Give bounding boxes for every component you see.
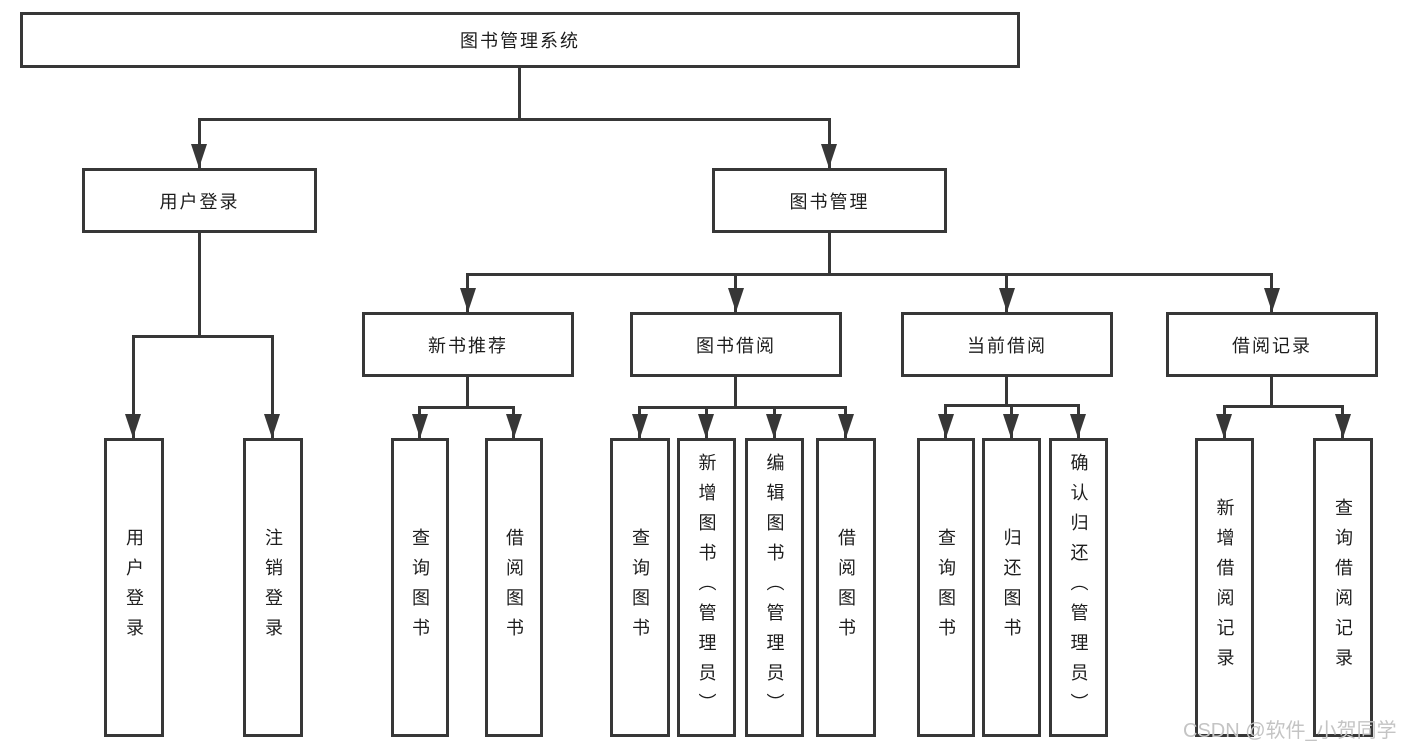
- connector-line: [734, 377, 737, 409]
- connector-line: [828, 118, 831, 168]
- arrowhead-down-icon: [838, 414, 854, 438]
- leaf-add-books-admin: 新增图书（管理员）: [677, 438, 736, 737]
- leaf-borrow-books-label: 借阅图书: [836, 527, 856, 648]
- leaf-borrow-books: 借阅图书: [816, 438, 876, 737]
- node-book-management-label: 图书管理: [789, 191, 870, 212]
- connector-line: [1005, 377, 1008, 407]
- node-book-borrow-label: 图书借阅: [696, 335, 776, 356]
- node-borrow-records: 借阅记录: [1166, 312, 1378, 377]
- connector-line: [518, 68, 521, 121]
- node-new-book-recommend-label: 新书推荐: [428, 335, 508, 356]
- connector-line: [198, 233, 201, 335]
- leaf-borrow-books-recommend: 借阅图书: [485, 438, 543, 737]
- connector-line: [271, 335, 274, 438]
- node-book-management: 图书管理: [712, 168, 947, 233]
- node-root: 图书管理系统: [20, 12, 1020, 68]
- leaf-query-borrow-record-label: 查询借阅记录: [1333, 497, 1353, 678]
- connector-line: [1223, 405, 1344, 408]
- arrowhead-down-icon: [999, 288, 1015, 312]
- connector-line: [198, 118, 831, 121]
- connector-line: [466, 273, 1273, 276]
- arrowhead-down-icon: [938, 414, 954, 438]
- connector-line: [418, 406, 515, 409]
- connector-line: [1270, 377, 1273, 408]
- arrowhead-down-icon: [1335, 414, 1351, 438]
- leaf-query-books-borrow: 查询图书: [610, 438, 670, 737]
- leaf-add-books-admin-label: 新增图书（管理员）: [696, 452, 717, 723]
- node-user-login: 用户登录: [82, 168, 317, 233]
- arrowhead-down-icon: [191, 144, 207, 168]
- arrowhead-down-icon: [821, 144, 837, 168]
- leaf-edit-books-admin-label: 编辑图书（管理员）: [764, 452, 785, 723]
- arrowhead-down-icon: [460, 288, 476, 312]
- leaf-borrow-books-recommend-label: 借阅图书: [504, 527, 524, 648]
- arrowhead-down-icon: [632, 414, 648, 438]
- leaf-query-books-recommend: 查询图书: [391, 438, 449, 737]
- connector-line: [638, 406, 847, 409]
- node-new-book-recommend: 新书推荐: [362, 312, 574, 377]
- node-current-borrow: 当前借阅: [901, 312, 1113, 377]
- node-book-borrow: 图书借阅: [630, 312, 842, 377]
- node-borrow-records-label: 借阅记录: [1232, 335, 1312, 356]
- arrowhead-down-icon: [698, 414, 714, 438]
- leaf-query-books-borrow-label: 查询图书: [630, 527, 650, 648]
- arrowhead-down-icon: [1264, 288, 1280, 312]
- connector-line: [132, 335, 274, 338]
- leaf-edit-books-admin: 编辑图书（管理员）: [745, 438, 804, 737]
- leaf-confirm-return-admin: 确认归还（管理员）: [1049, 438, 1108, 737]
- csdn-watermark: CSDN @软件_小贺同学: [1183, 720, 1397, 742]
- leaf-confirm-return-admin-label: 确认归还（管理员）: [1068, 452, 1089, 723]
- leaf-user-login: 用户登录: [104, 438, 164, 737]
- leaf-query-books-recommend-label: 查询图书: [410, 527, 430, 648]
- connector-line: [132, 335, 135, 438]
- arrowhead-down-icon: [412, 414, 428, 438]
- leaf-return-books: 归还图书: [982, 438, 1041, 737]
- leaf-add-borrow-record-label: 新增借阅记录: [1214, 497, 1235, 678]
- arrowhead-down-icon: [728, 288, 744, 312]
- leaf-query-books-current-label: 查询图书: [936, 527, 956, 648]
- leaf-query-books-current: 查询图书: [917, 438, 975, 737]
- connector-line: [828, 233, 831, 276]
- arrowhead-down-icon: [1003, 414, 1019, 438]
- leaf-logout-label: 注销登录: [263, 527, 283, 648]
- arrowhead-down-icon: [125, 414, 141, 438]
- node-current-borrow-label: 当前借阅: [967, 335, 1047, 356]
- leaf-logout: 注销登录: [243, 438, 303, 737]
- node-user-login-label: 用户登录: [159, 191, 240, 212]
- connector-line: [198, 118, 201, 168]
- leaf-return-books-label: 归还图书: [1001, 527, 1022, 648]
- leaf-add-borrow-record: 新增借阅记录: [1195, 438, 1254, 737]
- leaf-user-login-label: 用户登录: [124, 527, 144, 648]
- leaf-query-borrow-record: 查询借阅记录: [1313, 438, 1373, 737]
- node-root-label: 图书管理系统: [460, 31, 580, 51]
- arrowhead-down-icon: [1216, 414, 1232, 438]
- connector-line: [466, 377, 469, 409]
- arrowhead-down-icon: [506, 414, 522, 438]
- arrowhead-down-icon: [1070, 414, 1086, 438]
- arrowhead-down-icon: [766, 414, 782, 438]
- arrowhead-down-icon: [264, 414, 280, 438]
